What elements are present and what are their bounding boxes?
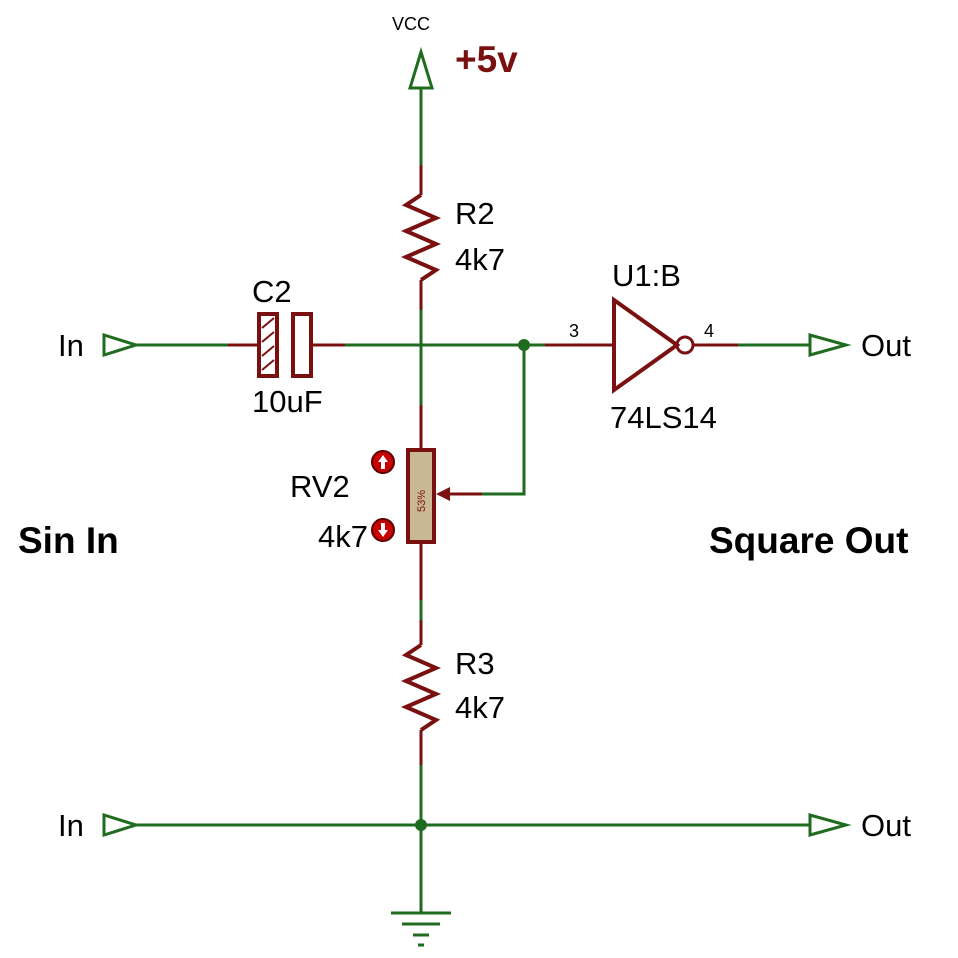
arrow-down-icon (378, 523, 388, 537)
r2-value: 4k7 (455, 242, 505, 277)
pot-increase-button[interactable] (371, 450, 395, 474)
capacitor-c2 (228, 312, 345, 378)
u1-ref: U1:B (612, 258, 681, 293)
potentiometer-rv2: 53% (406, 405, 482, 600)
resistor-r2 (400, 165, 442, 310)
in-top-terminal (102, 332, 142, 358)
in-bottom-label: In (58, 808, 84, 843)
rv2-position: 53% (416, 490, 428, 512)
pot-decrease-button[interactable] (371, 518, 395, 542)
resistor-r3 (400, 620, 442, 765)
junction-dot-bottom (415, 819, 427, 831)
c2-value: 10uF (252, 384, 323, 419)
inverter-u1b (545, 296, 738, 394)
arrow-up-icon (378, 455, 388, 469)
out-top-terminal (808, 333, 852, 357)
r2-ref: R2 (455, 196, 495, 231)
rv2-value: 4k7 (318, 519, 368, 554)
wiper-wire (482, 345, 526, 496)
vcc-terminal (407, 46, 435, 165)
square-out-label: Square Out (709, 520, 908, 561)
u1-part: 74LS14 (610, 400, 717, 435)
vcc-label: VCC (392, 14, 430, 34)
in-top-label: In (58, 328, 84, 363)
out-bottom-terminal (808, 813, 852, 837)
ground-icon (391, 911, 451, 947)
sin-in-label: Sin In (18, 520, 119, 561)
rv2-ref: RV2 (290, 469, 350, 504)
in-bottom-terminal (102, 812, 142, 838)
u1-pin-in: 3 (569, 321, 579, 341)
supply-voltage-label: +5v (455, 39, 518, 80)
r3-value: 4k7 (455, 690, 505, 725)
r3-ref: R3 (455, 646, 495, 681)
u1-pin-out: 4 (704, 321, 714, 341)
out-top-label: Out (861, 328, 911, 363)
out-bottom-label: Out (861, 808, 911, 843)
c2-ref: C2 (252, 274, 292, 309)
